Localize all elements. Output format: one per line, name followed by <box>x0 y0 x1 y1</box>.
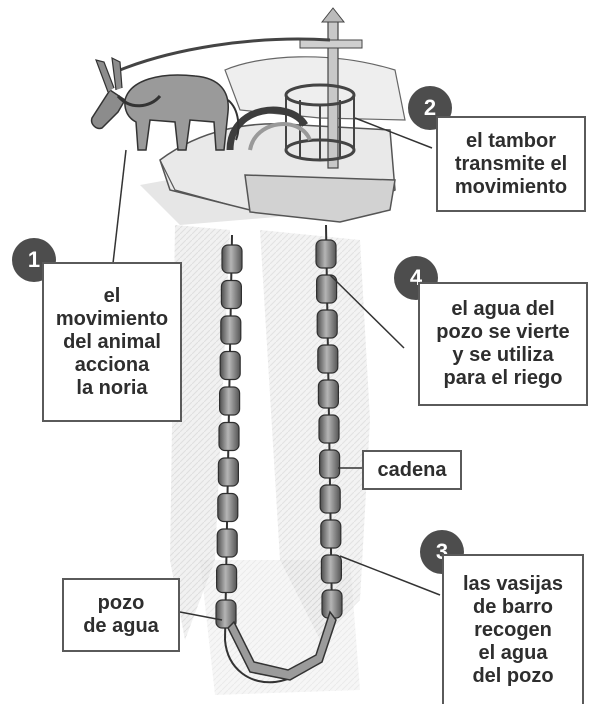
label-step2: el tambor transmite el movimiento <box>436 116 586 212</box>
leader-step2 <box>354 117 433 149</box>
clay-vessel <box>217 457 239 487</box>
clay-vessel <box>220 315 242 345</box>
leader-step4 <box>329 274 405 349</box>
leader-step1 <box>111 149 127 273</box>
drive-shaft <box>299 7 363 169</box>
clay-vessel <box>320 554 342 584</box>
clay-vessel <box>216 528 238 558</box>
clay-vessel <box>318 414 340 444</box>
clay-vessel <box>315 239 337 269</box>
label-cadena: cadena <box>362 450 462 490</box>
clay-vessel <box>319 484 341 514</box>
clay-vessel <box>215 599 237 629</box>
vessel-chain <box>215 224 343 684</box>
sweep-beam <box>119 37 331 72</box>
noria-platform <box>159 56 406 223</box>
clay-vessel <box>219 386 241 416</box>
label-pozo-de-agua: pozo de agua <box>62 578 180 652</box>
clay-vessel <box>317 344 339 374</box>
leader-pozo <box>179 611 223 621</box>
label-step3: las vasijas de barro recogen el agua del… <box>442 554 584 704</box>
clay-vessel <box>316 309 338 339</box>
clay-vessel <box>220 279 242 310</box>
clay-vessel <box>217 492 239 523</box>
clay-vessel <box>218 421 240 452</box>
donkey <box>90 56 240 151</box>
label-step1: el movimiento del animal acciona la nori… <box>42 262 182 422</box>
clay-vessel <box>219 350 241 381</box>
label-step4: el agua del pozo se vierte y se utiliza … <box>418 282 588 406</box>
drum-wheel <box>226 83 356 162</box>
clay-vessel <box>316 274 338 304</box>
leader-lines <box>111 117 441 621</box>
leader-step3 <box>339 555 441 596</box>
clay-vessel <box>319 449 341 479</box>
clay-vessel <box>320 519 342 549</box>
clay-vessel <box>317 379 339 409</box>
clay-vessel <box>216 563 238 594</box>
clay-vessel <box>221 244 243 274</box>
